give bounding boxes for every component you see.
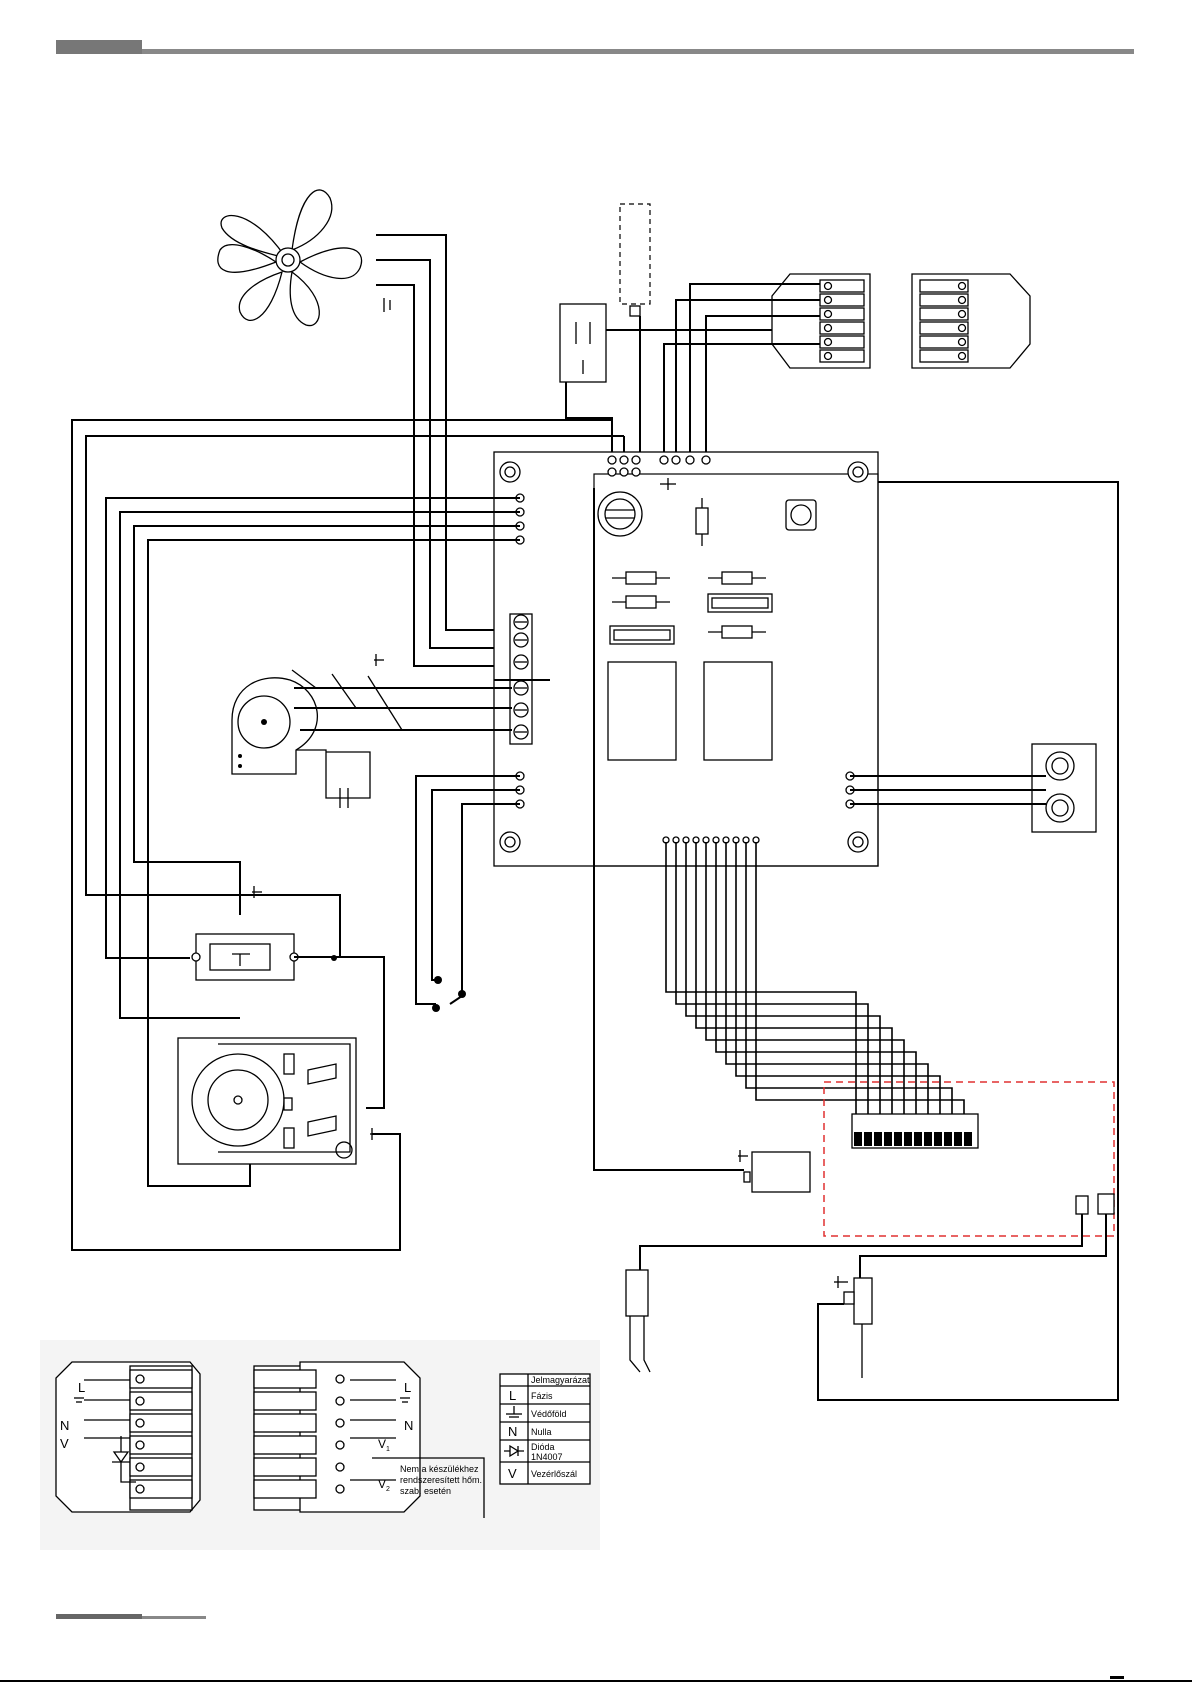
board-pin <box>608 468 616 476</box>
ignition-electrode <box>834 1214 1106 1378</box>
board-pin <box>620 468 628 476</box>
bundle-wire <box>746 842 952 1114</box>
bundle-wire <box>756 842 964 1114</box>
inset-right-row <box>254 1414 316 1432</box>
plug-pin <box>934 1132 942 1146</box>
inset-right-label-n: N <box>404 1418 413 1433</box>
sensor-dashed-box <box>620 204 650 460</box>
footer-bar <box>0 1614 1192 1682</box>
inset-right-row <box>254 1392 316 1410</box>
plug-pin <box>954 1132 962 1146</box>
inset-note-line-1: Nem a készülékhez <box>400 1464 479 1474</box>
inset-left-row <box>130 1414 192 1432</box>
legend-label-vezerloszal: Vezérlőszál <box>531 1469 577 1479</box>
legend-title: Jelmagyarázat <box>531 1375 590 1385</box>
board-pin <box>632 456 640 464</box>
legend-symbol-n: N <box>508 1424 517 1439</box>
control-board <box>494 452 878 866</box>
board-pin <box>660 456 668 464</box>
board-screw-tr <box>848 462 868 482</box>
plug-pin <box>894 1132 902 1146</box>
header-bar <box>56 40 1134 54</box>
connector-right-row <box>920 280 968 292</box>
board-screw-bl <box>500 832 520 852</box>
inset-left-row <box>130 1436 192 1454</box>
board-pin <box>672 456 680 464</box>
connector-right-row <box>920 308 968 320</box>
gas-valve <box>178 1038 380 1164</box>
connector-block-left <box>772 274 870 368</box>
inset-left-row <box>130 1370 192 1388</box>
plug-pin <box>914 1132 922 1146</box>
legend-label-1n4007: 1N4007 <box>531 1452 563 1462</box>
plug-pin <box>884 1132 892 1146</box>
legend-label-nulla: Nulla <box>531 1427 552 1437</box>
inset-right-label-l: L <box>404 1380 411 1395</box>
plug-pin <box>964 1132 972 1146</box>
bundle-wire <box>666 842 856 1114</box>
inset-right-row <box>254 1436 316 1454</box>
connector-left-row <box>820 336 864 348</box>
board-fuse-holder <box>598 492 642 536</box>
inset-left-row <box>130 1480 192 1498</box>
inset-note-line-3: szab. esetén <box>400 1486 451 1496</box>
plug-pin <box>854 1132 862 1146</box>
bundle-wire <box>676 842 868 1114</box>
connector-right-row <box>920 294 968 306</box>
connector-left-row <box>820 308 864 320</box>
connector-left-row <box>820 322 864 334</box>
connector-block-right <box>912 274 1030 368</box>
inset-left-row <box>130 1392 192 1410</box>
fan-wires <box>376 235 512 666</box>
connector-right-row <box>920 350 968 362</box>
legend-symbol-v: V <box>508 1466 517 1481</box>
thermal-switches <box>850 744 1096 832</box>
board-pin <box>702 456 710 464</box>
plug-pin <box>924 1132 932 1146</box>
board-pin <box>632 468 640 476</box>
inset-label-v: V <box>60 1436 69 1451</box>
board-pin <box>686 456 694 464</box>
board-pin <box>608 456 616 464</box>
board-screw-br <box>848 832 868 852</box>
inset-right-row <box>254 1458 316 1476</box>
board-screw-tl <box>500 462 520 482</box>
connector-left-row <box>820 280 864 292</box>
legend-label-fazis: Fázis <box>531 1391 553 1401</box>
blower-motor <box>232 654 512 808</box>
legend-symbol-l: L <box>509 1388 516 1403</box>
inset-left-row <box>130 1458 192 1476</box>
plug-pin <box>944 1132 952 1146</box>
connector-right-row <box>920 322 968 334</box>
inset-right-row <box>254 1480 316 1498</box>
bundle-wire <box>686 842 880 1114</box>
fan-icon <box>218 190 362 326</box>
connector-left-row <box>820 294 864 306</box>
board-pin <box>620 456 628 464</box>
legend-label-dioda: Dióda <box>531 1442 555 1452</box>
legend-table: Jelmagyarázat L Fázis Védőföld N Nulla D… <box>500 1374 590 1484</box>
connector-left-row <box>820 350 864 362</box>
plug-pin <box>874 1132 882 1146</box>
bundle-wire <box>736 842 940 1114</box>
inset-label-n: N <box>60 1418 69 1433</box>
connector-right-row <box>920 336 968 348</box>
inset-note-line-2: rendszeresített hőm. <box>400 1475 482 1485</box>
pcb-to-plug-bundle <box>666 842 964 1114</box>
legend-label-vedofold: Védőföld <box>531 1409 567 1419</box>
plug-pin <box>904 1132 912 1146</box>
board-button <box>786 500 816 530</box>
plug-pin <box>864 1132 872 1146</box>
inset-right-row <box>254 1370 316 1388</box>
inset-label-l: L <box>78 1380 85 1395</box>
